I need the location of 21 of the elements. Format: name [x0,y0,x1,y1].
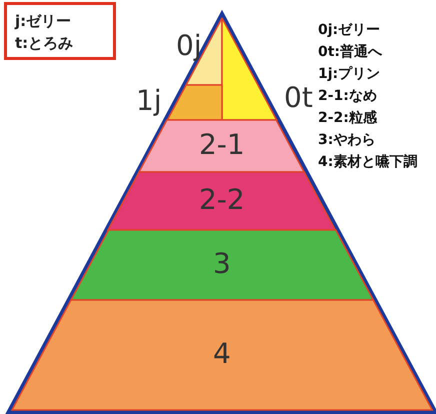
pyramid-tier [12,300,432,410]
pyramid-tier [222,18,313,120]
tier-label: 3 [212,250,231,278]
pyramid-tier [139,120,305,172]
tier-label: 4 [212,340,231,368]
level-description: 0j:ゼリー [318,21,380,40]
level-description: 3:やわら [318,131,376,150]
key-text: t:とろみ [15,33,74,54]
level-description: 2-1:なめ [318,87,377,106]
level-description: 1j:プリン [318,65,380,84]
pyramid-tier [108,172,336,230]
key-text: j:ゼリー [15,11,72,32]
tier-label: 1j [136,87,162,115]
tier-label: 0j [176,32,202,60]
tier-label: 2-1 [198,131,245,159]
level-description: 2-2:粒感 [318,109,377,128]
pyramid-tier [176,18,222,85]
level-description: 4:素材と嚥下調 [318,153,418,172]
tier-label: 0t [284,84,313,112]
tier-label: 2-2 [198,186,245,214]
level-description: 0t:普通へ [318,42,382,62]
